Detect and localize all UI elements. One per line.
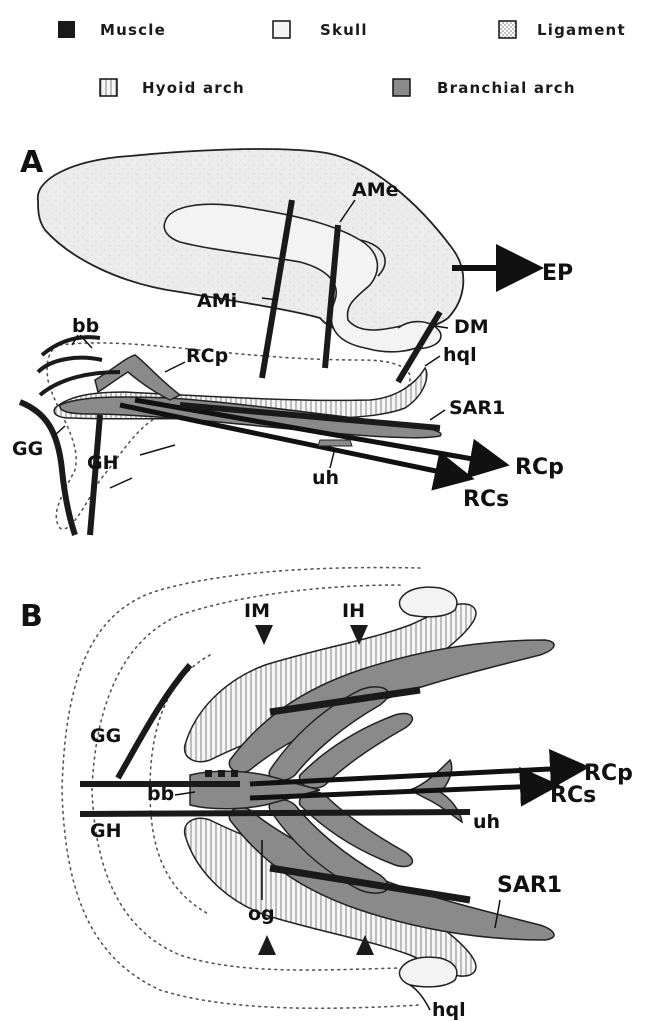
uh-element-a [318, 440, 352, 446]
label-bb-b: bb [147, 783, 174, 805]
leader-sar1 [430, 410, 445, 420]
bb-square-2 [218, 770, 225, 777]
legend-skull: Skull [273, 21, 368, 39]
legend-ligament-label: Ligament [537, 21, 626, 39]
leader-gh [110, 445, 175, 488]
label-ep: EP [542, 261, 573, 286]
label-rcs-b: RCs [550, 783, 596, 808]
branchial-arch-swatch [393, 79, 410, 96]
leader-gg [55, 426, 65, 435]
hql-bone-upper [399, 587, 456, 617]
gh-muscle-a [90, 415, 100, 535]
label-rcp-arrow: RCp [515, 455, 564, 480]
label-bb: bb [72, 315, 99, 337]
legend-hyoid-arch-label: Hyoid arch [142, 79, 245, 97]
leader-hql-b [410, 985, 430, 1010]
bb-curve-2 [38, 358, 102, 372]
label-hql-b: hql [432, 999, 466, 1021]
im-arrow-up [258, 935, 276, 955]
hql-bone-lower [399, 957, 456, 987]
legend-ligament: Ligament [499, 21, 626, 39]
legend-muscle-label: Muscle [100, 21, 166, 39]
skull-swatch [273, 21, 290, 38]
leader-hql [425, 356, 440, 366]
panel-a: A [12, 145, 573, 535]
bb-square-1 [205, 770, 212, 777]
label-ami: AMi [197, 290, 237, 312]
label-gh-b: GH [90, 820, 122, 842]
gg-muscle [20, 402, 75, 535]
label-rcp-top: RCp [186, 345, 228, 367]
panel-a-letter: A [20, 145, 44, 180]
legend: Muscle Skull Ligament Hyoid arch Branchi… [58, 21, 626, 97]
label-im: IM [244, 600, 270, 622]
ligament-swatch [499, 21, 516, 38]
panel-b-letter: B [20, 599, 43, 634]
hyoid-arch-swatch [100, 79, 117, 96]
legend-branchial-arch-label: Branchial arch [437, 79, 576, 97]
label-hql: hql [443, 344, 477, 366]
label-dm: DM [454, 316, 489, 338]
leader-rcp-top [165, 362, 185, 372]
legend-hyoid-arch: Hyoid arch [100, 79, 245, 97]
label-sar1: SAR1 [449, 397, 505, 419]
muscle-swatch [58, 21, 75, 38]
label-gh: GH [87, 452, 119, 474]
bb-curve-1 [42, 337, 100, 355]
label-gg-b: GG [90, 725, 121, 747]
panel-b: B [20, 568, 633, 1021]
im-arrow [255, 625, 273, 645]
gg-muscle-b [118, 665, 190, 778]
legend-branchial-arch: Branchial arch [393, 79, 576, 97]
gh-muscle-b-lower [80, 812, 470, 814]
label-ame: AMe [352, 179, 399, 201]
legend-skull-label: Skull [320, 21, 368, 39]
label-ih: IH [342, 600, 365, 622]
label-gg: GG [12, 438, 43, 460]
label-sar1-b: SAR1 [497, 873, 562, 898]
legend-muscle: Muscle [58, 21, 166, 39]
label-og: og [248, 903, 275, 925]
label-rcs: RCs [463, 487, 509, 512]
label-uh-b: uh [473, 811, 500, 833]
label-uh: uh [312, 467, 339, 489]
bb-square-3 [231, 770, 238, 777]
